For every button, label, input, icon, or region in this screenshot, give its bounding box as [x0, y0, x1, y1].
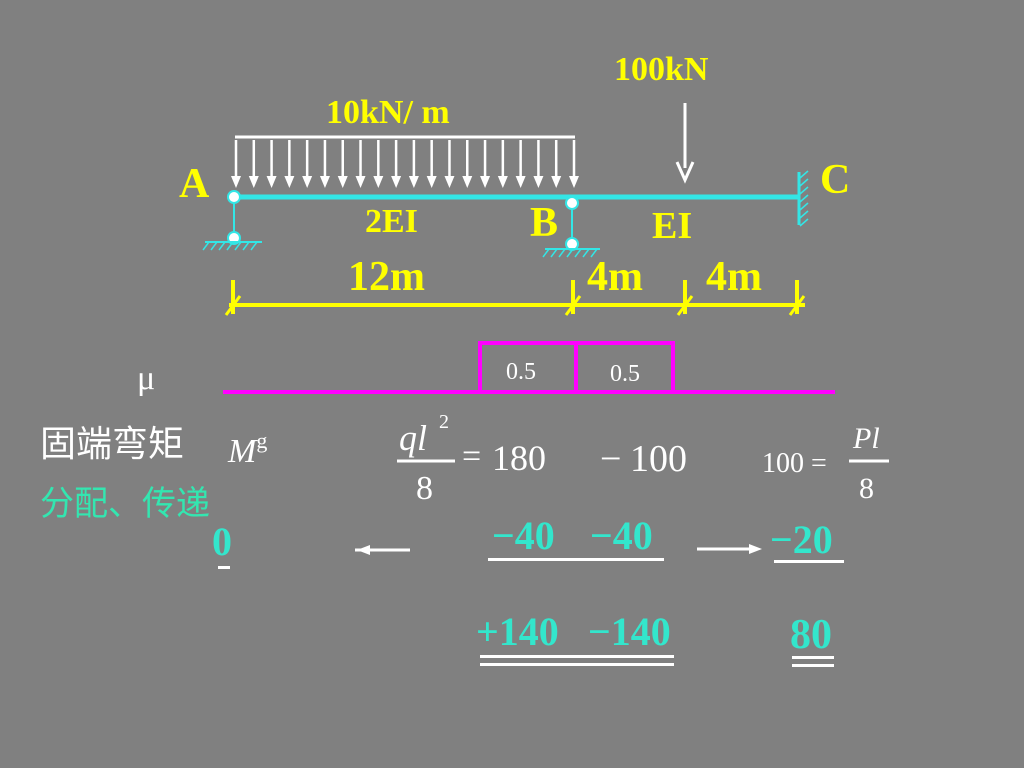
load-arrow-head — [337, 176, 348, 188]
distribute-carry-label: 分配、传递 — [40, 484, 210, 524]
fraction-ql-denominator: 8 — [416, 470, 433, 507]
load-arrow-head — [284, 176, 295, 188]
support-a — [202, 190, 262, 251]
distribute-underline-b — [488, 558, 664, 561]
final-double-underline-b-bottom — [480, 663, 674, 666]
load-arrow-head — [373, 176, 384, 188]
fraction-pl-numerator: Pl — [853, 422, 880, 455]
fraction-ql-exponent: 2 — [439, 411, 449, 433]
load-arrow-head — [248, 176, 259, 188]
point-load-label: 100kN — [614, 51, 709, 88]
final-double-underline-c-top — [792, 656, 834, 659]
load-arrow-head — [515, 176, 526, 188]
load-arrow-head — [444, 176, 455, 188]
mu-symbol: μ — [137, 360, 156, 397]
carry-over-a-underline — [218, 566, 230, 569]
load-arrow-head — [302, 176, 313, 188]
support-b — [542, 196, 600, 258]
fixed-end-moment-label: 固端弯矩 — [40, 424, 185, 465]
distribution-factor-ba: 0.5 — [506, 359, 536, 385]
equals-sign: = — [462, 438, 482, 475]
symbol-m: M — [228, 433, 257, 470]
fixed-end-moment-bc: 100 — [630, 438, 687, 480]
final-moment-ba: +140 — [476, 609, 559, 654]
carry-over-arrow-left — [355, 545, 410, 555]
load-arrow-head — [497, 176, 508, 188]
load-arrow-head — [533, 176, 544, 188]
distributed-load — [231, 135, 579, 188]
final-double-underline-c-bottom — [792, 664, 834, 667]
support-c-label: C — [820, 157, 851, 203]
span-ab-length: 12m — [348, 254, 425, 300]
load-arrow-head — [266, 176, 277, 188]
distributed-load-label: 10kN/ m — [326, 94, 450, 131]
fixed-end-moment-ba: 180 — [492, 438, 546, 478]
distributed-moment-bc: −40 — [590, 513, 653, 558]
distribution-factor-row — [223, 341, 835, 394]
fixed-end-moment-symbol: Mg — [228, 430, 267, 469]
load-arrow-head — [319, 176, 330, 188]
load-arrow-head — [480, 176, 491, 188]
stiffness-bc: EI — [652, 205, 693, 247]
span-load-c-length: 4m — [706, 254, 762, 300]
load-arrow-head — [231, 176, 241, 188]
point-load-arrow — [675, 103, 695, 184]
load-arrow-head — [462, 176, 473, 188]
fraction-pl-denominator: 8 — [859, 472, 874, 505]
support-c-fixed — [797, 170, 809, 227]
fraction-ql-numerator: ql — [399, 418, 428, 458]
support-b-label: B — [530, 200, 559, 246]
final-moment-cb: 80 — [790, 612, 832, 658]
stiffness-ab: 2EI — [365, 203, 418, 240]
carry-over-a: 0 — [212, 519, 232, 564]
distributed-moment-ba: −40 — [492, 513, 555, 558]
load-arrow-head — [569, 176, 579, 188]
distribution-factor-bc: 0.5 — [610, 361, 640, 387]
carry-over-cb: −20 — [770, 517, 833, 562]
load-arrow-head — [391, 176, 402, 188]
load-arrow-head — [408, 176, 419, 188]
symbol-superscript: g — [256, 428, 268, 453]
load-arrow-head — [355, 176, 366, 188]
load-arrow-head — [551, 176, 562, 188]
support-a-label: A — [179, 161, 210, 207]
load-arrow-head — [426, 176, 437, 188]
final-double-underline-b-top — [480, 655, 674, 658]
final-moment-bc: −140 — [588, 609, 671, 654]
dimension-line — [224, 280, 806, 316]
span-b-load-length: 4m — [587, 254, 643, 300]
fixed-end-moment-cb: 100 = — [762, 448, 827, 479]
carry-over-arrow-right — [697, 544, 762, 554]
carry-over-cb-underline — [774, 560, 844, 563]
fixed-end-moment-bc-sign: − — [600, 438, 622, 480]
